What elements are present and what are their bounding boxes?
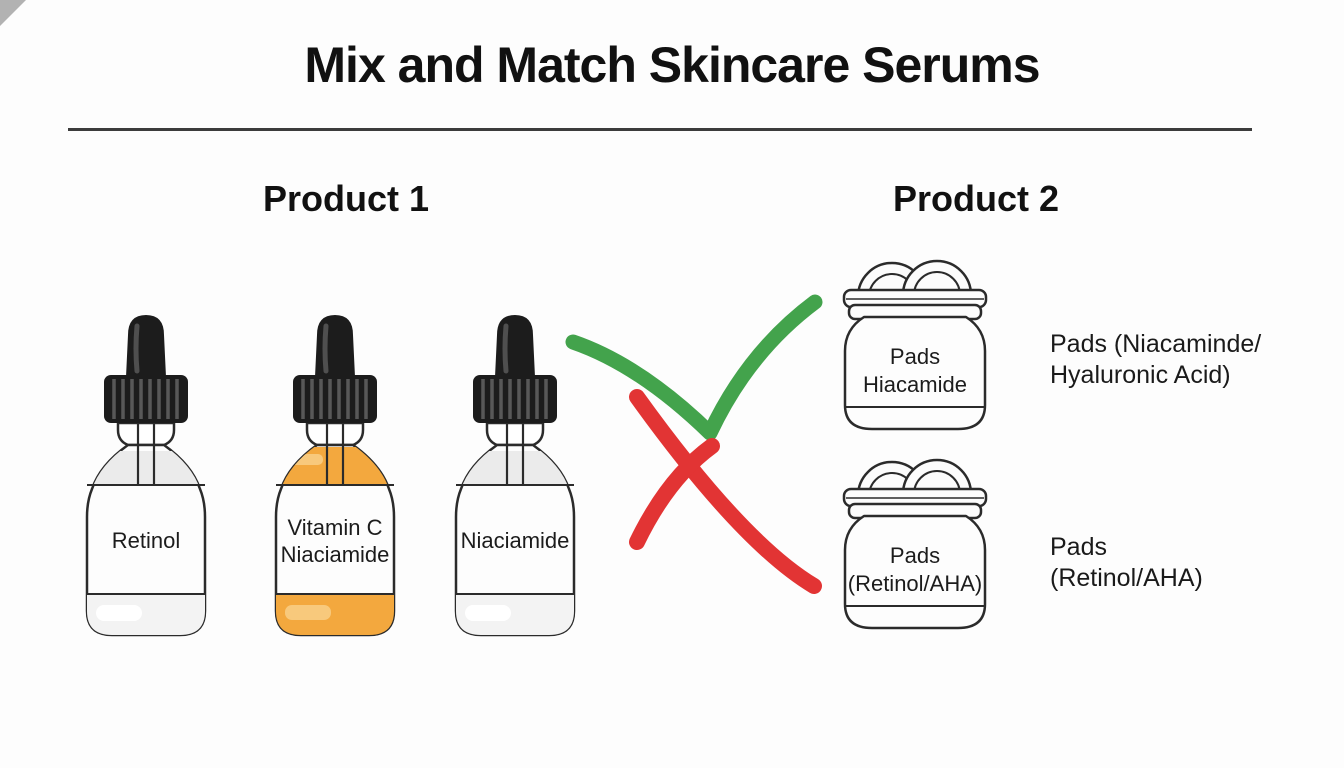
bottle-label: Niaciamide	[461, 528, 570, 553]
jar-label-line1: Pads	[890, 344, 940, 369]
bottle-label: Retinol	[112, 528, 180, 553]
bottle-bottom-highlight	[465, 605, 511, 621]
dropper-bulb	[315, 315, 355, 377]
jar-label-line2: Hiacamide	[863, 372, 967, 397]
jar-label-line2: (Retinol/AHA)	[848, 571, 982, 596]
jar-body	[843, 514, 987, 630]
green-checkmark-icon	[565, 294, 823, 441]
side-label-line2: Hyaluronic Acid)	[1050, 361, 1231, 389]
bottle-shoulder-shading	[87, 451, 205, 485]
product2-header: Product 2	[892, 178, 1060, 219]
jar-body	[843, 315, 987, 431]
bottle-neck	[485, 421, 545, 447]
dropper-cap-ridges	[112, 379, 179, 419]
dropper-pipette	[325, 423, 345, 485]
side-label-line2: (Retinol/AHA)	[1050, 564, 1203, 592]
retinol-serum-bottle: Retinol	[85, 315, 207, 637]
pads-jar-retinol-aha: Pads (Retinol/AHA)	[842, 458, 988, 630]
dropper-bulb-highlight	[502, 323, 509, 374]
pads-jar-niacinamide: Pads Hiacamide	[842, 259, 988, 431]
product1-header: Product 1	[262, 178, 430, 219]
dropper-bulb	[495, 315, 535, 377]
dropper-bulb-highlight	[322, 323, 329, 374]
serum-bottom-highlight	[285, 605, 331, 620]
dropper-cap-ridges	[301, 379, 368, 419]
niacinamide-serum-bottle: Niaciamide	[454, 315, 576, 637]
bottle-bottom-highlight	[96, 605, 142, 621]
side-label-line1: Pads (Niacaminde/	[1050, 330, 1262, 358]
bottle-neck	[116, 421, 176, 447]
vitamin-c-serum-bottle: Vitamin C Niaciamide	[274, 315, 396, 637]
bottle-neck	[305, 421, 365, 447]
jar-label-line1: Pads	[890, 543, 940, 568]
dropper-bulb-highlight	[133, 323, 140, 374]
bottle-label-line1: Vitamin C	[288, 515, 383, 540]
bottle-label-line2: Niaciamide	[281, 542, 390, 567]
page-title: Mix and Match Skincare Serums	[304, 37, 1040, 93]
dropper-pipette	[136, 423, 156, 485]
side-label-niacinamide-pads: Pads (Niacaminde/ Hyaluronic Acid)	[1050, 329, 1261, 391]
dropper-bulb	[126, 315, 166, 377]
serum-top-highlight	[285, 454, 323, 465]
bottle-shoulder-shading	[456, 451, 574, 485]
red-x-icon-stroke-short	[629, 438, 720, 550]
red-x-icon-stroke-long	[629, 389, 822, 594]
title-divider	[68, 128, 1252, 131]
dropper-pipette	[505, 423, 525, 485]
dropper-cap-ridges	[481, 379, 548, 419]
side-label-line1: Pads	[1050, 533, 1107, 561]
side-label-retinol-aha-pads: Pads (Retinol/AHA)	[1050, 532, 1203, 594]
corner-decoration	[0, 0, 26, 26]
